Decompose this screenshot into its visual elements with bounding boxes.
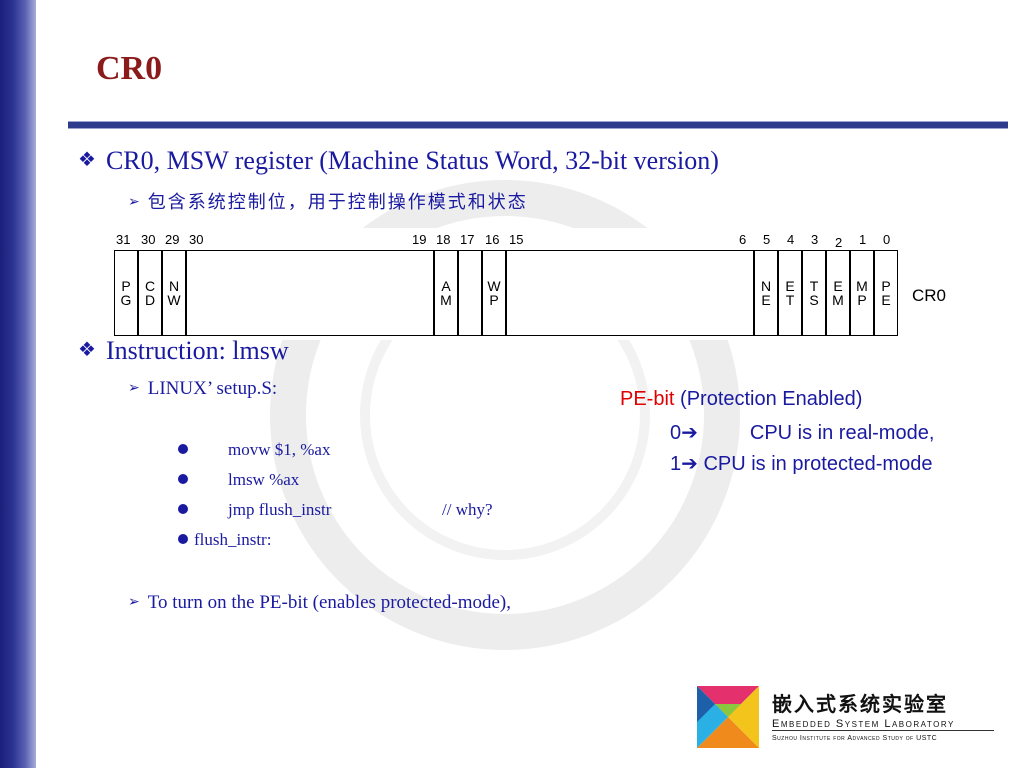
pe-bit-label: PE-bit <box>620 388 675 410</box>
code-line: lmsw %ax <box>178 470 299 490</box>
bit-number: 19 <box>412 232 427 247</box>
pe-real-mode-line: 0➔CPU is in real-mode, <box>670 422 935 444</box>
arrow-bullet-icon: ➢ <box>128 594 140 610</box>
code-line: jmp flush_instr <box>178 500 331 520</box>
bit-number: 15 <box>509 232 524 247</box>
pe-bit-description: (Protection Enabled) <box>680 388 863 410</box>
bit-number: 4 <box>787 232 795 247</box>
arrow-bullet-icon: ➢ <box>128 194 140 210</box>
lab-name-english: Embedded System Laboratory <box>772 718 955 730</box>
code-line: movw $1, %ax <box>178 440 330 460</box>
right-arrow-icon: ➔ <box>681 422 698 444</box>
bullet-instruction-lmsw: ❖Instruction: lmsw <box>78 336 289 365</box>
sub-bullet-turn-on-pe: ➢To turn on the PE-bit (enables protecte… <box>128 592 511 613</box>
cr0-register-diagram: 31 30 29 30 19 18 17 16 15 6 5 4 3 2 1 0… <box>112 228 946 340</box>
institute-name: Suzhou Institute for Advanced Study of U… <box>772 735 938 742</box>
bit-number: 0 <box>883 232 891 247</box>
code-comment: // why? <box>442 500 493 519</box>
bullet-cr0-msw: ❖CR0, MSW register (Machine Status Word,… <box>78 146 719 175</box>
logo-divider <box>772 730 994 731</box>
register-name: CR0 <box>912 286 947 305</box>
bit-number: 17 <box>460 232 475 247</box>
bit-number: 18 <box>436 232 451 247</box>
register-reserved-field <box>458 250 482 336</box>
bit-number: 31 <box>116 232 131 247</box>
round-bullet-icon <box>178 534 188 545</box>
register-reserved-field <box>506 250 754 336</box>
diamond-bullet-icon: ❖ <box>78 339 96 361</box>
round-bullet-icon <box>178 504 188 515</box>
round-bullet-icon <box>178 444 188 455</box>
lab-name-chinese: 嵌入式系统实验室 <box>772 692 948 716</box>
right-arrow-icon: ➔ <box>681 453 698 475</box>
bit-number: 3 <box>811 232 819 247</box>
code-line: flush_instr: <box>178 530 271 550</box>
bit-number: 30 <box>141 232 156 247</box>
lab-logo-icon <box>697 686 759 748</box>
pe-protected-mode-line: 1➔ CPU is in protected-mode <box>670 453 933 475</box>
sub-bullet-linux-setup: ➢LINUX’ setup.S: <box>128 378 278 399</box>
bit-number: 2 <box>835 235 843 250</box>
bit-number: 30 <box>189 232 204 247</box>
bit-number: 5 <box>763 232 771 247</box>
sub-bullet-control-bits: ➢包含系统控制位，用于控制操作模式和状态 <box>128 192 528 213</box>
arrow-bullet-icon: ➢ <box>128 380 140 396</box>
bit-number: 1 <box>859 232 867 247</box>
register-reserved-field <box>186 250 434 336</box>
bit-number: 29 <box>165 232 180 247</box>
title-divider <box>68 121 1008 129</box>
slide-title: CR0 <box>96 50 163 87</box>
diamond-bullet-icon: ❖ <box>78 149 96 171</box>
round-bullet-icon <box>178 474 188 485</box>
bit-number: 16 <box>485 232 500 247</box>
pe-bit-note: PE-bit (Protection Enabled) <box>620 388 862 411</box>
bit-number: 6 <box>739 232 747 247</box>
left-sidebar-bar <box>0 0 36 768</box>
